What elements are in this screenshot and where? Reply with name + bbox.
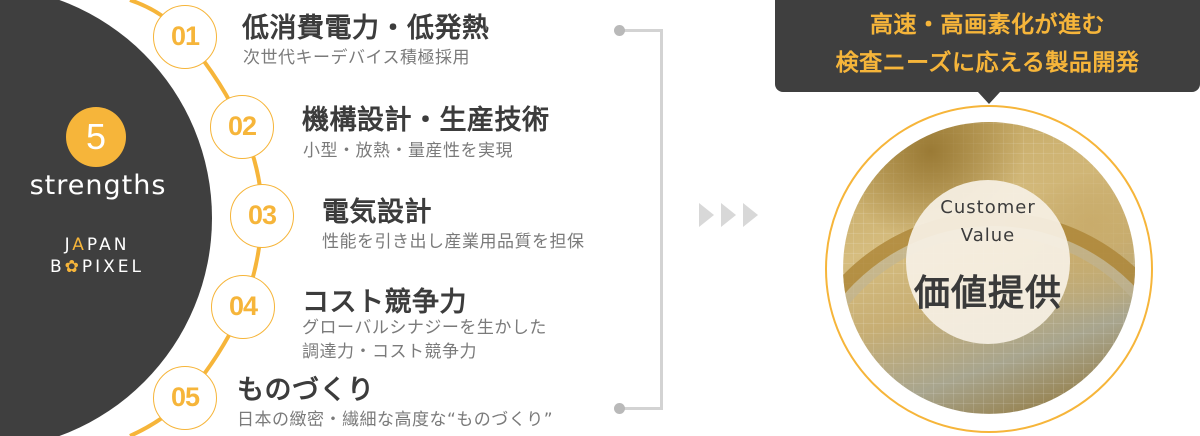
arrow-right-icon	[699, 203, 714, 227]
strength-number-04: 04	[211, 275, 275, 339]
strength-sub-01: 次世代キーデバイス積極採用	[243, 48, 470, 68]
strength-sub-02: 小型・放熱・量産性を実現	[303, 141, 513, 161]
strength-title-01: 低消費電力・低発熱	[242, 13, 490, 44]
strength-count-badge: 5	[66, 107, 126, 167]
strength-title-04: コスト競争力	[302, 287, 467, 318]
strength-number-05: 05	[153, 366, 217, 430]
strength-number-02: 02	[210, 95, 274, 159]
bracket-bottom-dot	[614, 403, 625, 414]
strength-sub-04-line2: 調達力・コスト競争力	[302, 342, 477, 362]
strength-title-05: ものづくり	[237, 375, 375, 406]
callout-text: 高速・高画素化が進む 検査ニーズに応える製品開発	[835, 12, 1140, 76]
arrow-right-icon	[743, 203, 758, 227]
value-inner-disc	[906, 180, 1070, 344]
aperture-icon: ✿	[64, 257, 82, 277]
callout-box	[775, 0, 1200, 92]
arrow-right-icon	[721, 203, 736, 227]
bracket-bottom-line	[619, 407, 662, 410]
strength-sub-03: 性能を引き出し産業用品質を担保	[322, 232, 585, 252]
strength-sub-05: 日本の緻密・繊細な高度な“ものづくり”	[237, 410, 554, 430]
strength-title-03: 電気設計	[322, 197, 432, 228]
strengths-label: strengths	[29, 170, 167, 201]
strength-number-03: 03	[230, 184, 294, 248]
callout-pointer	[978, 92, 1000, 104]
bracket-vertical-line	[660, 29, 663, 410]
customer-value-label: Customer Value	[940, 197, 1036, 246]
strength-number-01: 01	[153, 5, 217, 69]
strength-title-02: 機構設計・生産技術	[302, 105, 550, 136]
company-logo: JAPAN B✿PIXEL	[49, 235, 145, 277]
value-provision-title: 価値提供	[913, 273, 1062, 314]
strength-sub-04-line1: グローバルシナジーを生かした	[302, 318, 547, 338]
bracket-top-dot	[614, 25, 625, 36]
bracket-top-line	[619, 29, 662, 32]
